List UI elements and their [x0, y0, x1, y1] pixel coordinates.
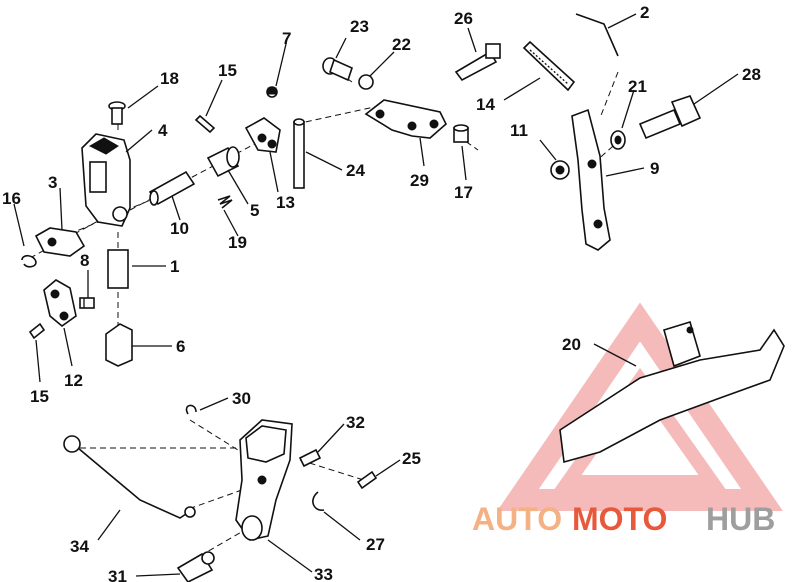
callout-20: 20	[562, 335, 581, 354]
callout-31: 31	[108, 567, 127, 582]
part-11-nut	[550, 160, 570, 180]
part-6-cap	[105, 323, 133, 367]
part-7-screw	[266, 86, 278, 98]
callout-3: 3	[48, 173, 57, 192]
part-32-pin	[298, 448, 322, 468]
part-13-block	[244, 117, 281, 153]
part-16-clip	[21, 254, 37, 268]
part-24-rod	[293, 118, 305, 189]
part-19-spring	[217, 195, 233, 209]
part-15-cotter-pin-b	[28, 322, 46, 340]
part-30-clip	[185, 404, 197, 415]
callout-4: 4	[158, 121, 168, 140]
callout-28: 28	[742, 65, 761, 84]
part-12-link	[43, 279, 77, 328]
callout-15-top: 15	[218, 61, 237, 80]
part-31-knob	[176, 551, 215, 582]
part-29-bracket	[364, 99, 447, 139]
part-15-cotter-pin-a	[194, 114, 216, 134]
part-22-washer	[358, 74, 374, 90]
part-25-cotter-pin	[356, 470, 378, 490]
callout-18: 18	[160, 69, 179, 88]
callout-17: 17	[454, 183, 473, 202]
callout-5: 5	[250, 201, 259, 220]
callout-11: 11	[510, 121, 528, 140]
callout-2: 2	[640, 3, 649, 22]
part-5-sleeve	[206, 146, 240, 178]
part-18-screw	[108, 101, 126, 125]
part-4-housing	[81, 133, 131, 227]
callout-12: 12	[64, 371, 83, 390]
callout-13: 13	[276, 193, 295, 212]
leader-lines	[13, 13, 739, 577]
callout-labels: 1 2 3 4 5 6 7 8 9 10 11 12 13 14 15 15 1…	[2, 3, 761, 582]
callout-1: 1	[170, 257, 179, 276]
callout-19: 19	[228, 233, 247, 252]
part-21-washer	[610, 130, 626, 150]
part-23-bolt	[322, 57, 353, 82]
watermark-text: AUTO MOTO HUB	[472, 501, 775, 537]
callout-10: 10	[170, 219, 189, 238]
callout-27: 27	[366, 535, 385, 554]
callout-8: 8	[80, 251, 89, 270]
part-2-rod	[575, 13, 619, 57]
callout-25: 25	[402, 449, 421, 468]
part-17-spacer	[453, 124, 469, 143]
callout-24: 24	[346, 161, 365, 180]
callout-29: 29	[410, 171, 429, 190]
part-20-bracket	[559, 320, 785, 464]
part-8-screw	[79, 297, 95, 309]
watermark-moto: MOTO	[572, 501, 667, 537]
part-10-pin	[148, 170, 196, 206]
callout-26: 26	[454, 9, 473, 28]
callout-21: 21	[628, 77, 647, 96]
callout-34: 34	[70, 537, 89, 556]
callout-15-bottom: 15	[30, 387, 49, 406]
part-26-bolt	[454, 43, 501, 82]
watermark-hub: HUB	[706, 501, 775, 537]
callout-30: 30	[232, 389, 251, 408]
part-9-lever	[571, 108, 611, 251]
callout-22: 22	[392, 35, 411, 54]
part-33-handle	[235, 419, 293, 541]
callout-6: 6	[176, 337, 185, 356]
part-1-spring	[107, 249, 129, 289]
watermark-auto: AUTO	[472, 501, 562, 537]
callout-33: 33	[314, 565, 333, 582]
callout-9: 9	[650, 159, 659, 178]
part-3-bracket	[34, 227, 86, 257]
callout-14: 14	[476, 95, 495, 114]
part-14-strip	[522, 40, 576, 92]
part-28-bolt	[638, 95, 702, 140]
part-27-clip	[312, 491, 325, 511]
callout-16: 16	[2, 189, 21, 208]
callout-7: 7	[282, 29, 291, 48]
part-34-rod	[63, 435, 196, 519]
callout-32: 32	[346, 413, 365, 432]
callout-23: 23	[350, 17, 369, 36]
